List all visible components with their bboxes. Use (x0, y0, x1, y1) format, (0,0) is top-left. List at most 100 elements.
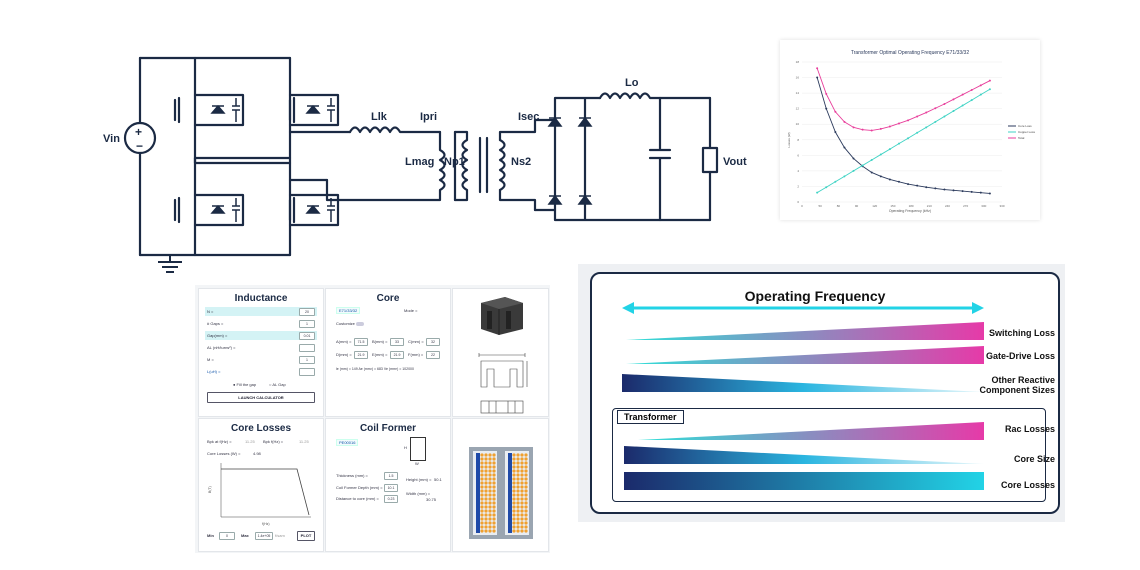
winding-conductor (512, 525, 516, 529)
inductance-panel: Inductance N =20 # Gaps =1 Gap(mm) =0.01… (198, 288, 324, 417)
m-input[interactable]: 1 (299, 356, 315, 364)
label-rac-losses: Rac Losses (1004, 424, 1055, 434)
data-point (861, 128, 864, 131)
data-point (834, 131, 837, 133)
core-part-select[interactable]: E71/33/32 (336, 307, 361, 314)
thickness-input[interactable]: 1.5 (384, 472, 398, 480)
tradeoff-wedges (622, 322, 984, 490)
winding-conductor (524, 517, 528, 521)
winding-conductor (516, 497, 520, 501)
winding-conductor (488, 529, 492, 533)
data-point (916, 131, 919, 134)
winding-conductor (524, 497, 528, 501)
label-core-losses: Core Losses (1000, 480, 1055, 490)
wedge-switching-loss (626, 322, 984, 340)
data-point (888, 125, 891, 128)
data-point (852, 157, 855, 160)
data-point (888, 178, 891, 181)
chart-xtick: 240 (945, 204, 950, 208)
winding-conductor (512, 529, 516, 533)
label-gate-drive-loss: Gate-Drive Loss (985, 351, 1055, 361)
data-point (852, 169, 855, 172)
launch-calculator-button[interactable]: LAUNCH CALCULATOR (207, 392, 315, 403)
core-params: le (mm) = 149 Ae (mm²) = 683 Ve (mm³) = … (336, 367, 414, 371)
winding-conductor (480, 493, 484, 497)
gaps-input[interactable]: 1 (299, 320, 315, 328)
winding-conductor (488, 469, 492, 473)
customize-toggle[interactable]: Customize (336, 321, 365, 326)
winding-conductor (488, 521, 492, 525)
winding-conductor (480, 505, 484, 509)
winding-conductor (524, 473, 528, 477)
winding-conductor (524, 525, 528, 529)
label-reactive-sizes: Other Reactive Component Sizes (979, 375, 1055, 395)
winding-conductor (484, 473, 488, 477)
winding-conductor (492, 481, 496, 485)
winding-conductor (484, 493, 488, 497)
winding-conductor (492, 525, 496, 529)
series-line-total (816, 68, 991, 131)
data-point (916, 115, 919, 118)
winding-conductor (488, 517, 492, 521)
dim-d-input[interactable]: 21.9 (354, 351, 368, 359)
coil-former-panel: Coil Former PE00016 H W Thickness (mm) =… (325, 418, 451, 552)
winding-conductor (524, 465, 528, 469)
winding-conductor (520, 465, 524, 469)
inductance-row-gaps: # Gaps =1 (205, 319, 317, 328)
tradeoff-title: Operating Frequency (744, 288, 886, 304)
data-point (816, 76, 819, 79)
chart-xtick: 210 (927, 204, 932, 208)
coil-former-select[interactable]: PE00016 (336, 439, 359, 446)
label-switching-loss: Switching Loss (988, 328, 1055, 338)
radio-fill-gap[interactable]: ● Fill the gap (233, 382, 257, 387)
min-input[interactable]: 0 (219, 532, 235, 540)
winding-conductor (520, 525, 524, 529)
data-point (970, 99, 973, 102)
winding-conductor (520, 477, 524, 481)
winding-conductor (484, 485, 488, 489)
winding-conductor (492, 497, 496, 501)
winding-conductor (524, 461, 528, 465)
l-input[interactable] (299, 368, 315, 376)
winding-conductor (484, 521, 488, 525)
winding-conductor (488, 509, 492, 513)
winding-conductor (520, 497, 524, 501)
winding-conductor (492, 505, 496, 509)
chart-ytick: 12 (796, 107, 800, 111)
dim-e-input[interactable]: 21.9 (390, 351, 404, 359)
winding-conductor (516, 477, 520, 481)
al-input[interactable] (299, 344, 315, 352)
wedge-reactive-sizes (622, 374, 984, 392)
mode-label: Mode = (404, 308, 418, 313)
n-input[interactable]: 20 (299, 308, 315, 316)
dim-b-input[interactable]: 33 (390, 338, 404, 346)
data-point (916, 184, 919, 187)
data-point (870, 171, 873, 174)
winding-conductor (512, 489, 516, 493)
frequency-arrow (622, 302, 984, 314)
winding-conductor (520, 469, 524, 473)
radio-al-gap[interactable]: ○ AL Gap (269, 382, 286, 387)
distance-input[interactable]: 0.23 (384, 495, 398, 503)
dim-f-input[interactable]: 22 (426, 351, 440, 359)
depth-input[interactable]: 10.1 (384, 484, 398, 492)
winding-conductor (480, 525, 484, 529)
chart-ylabel: Losses (W) (787, 132, 791, 147)
winding-conductor (516, 517, 520, 521)
winding-conductor (480, 517, 484, 521)
winding-conductor (484, 489, 488, 493)
data-point (897, 142, 900, 145)
winding-conductor (516, 525, 520, 529)
winding-conductor (524, 493, 528, 497)
dim-c-input[interactable]: 32 (426, 338, 440, 346)
frequency-chart: Transformer Optimal Operating Frequency … (787, 50, 1036, 213)
plot-button[interactable]: PLOT (297, 531, 315, 541)
gap-input[interactable]: 0.01 (299, 332, 315, 340)
max-input[interactable]: 1.4e+05 (255, 532, 273, 540)
winding-conductor (520, 493, 524, 497)
data-point (843, 175, 846, 178)
chart-xtick: 330 (999, 204, 1004, 208)
label-isec: Isec (518, 111, 539, 123)
bh-plot: B(T) f(Hz) (208, 463, 311, 526)
dim-a-input[interactable]: 71.5 (354, 338, 368, 346)
